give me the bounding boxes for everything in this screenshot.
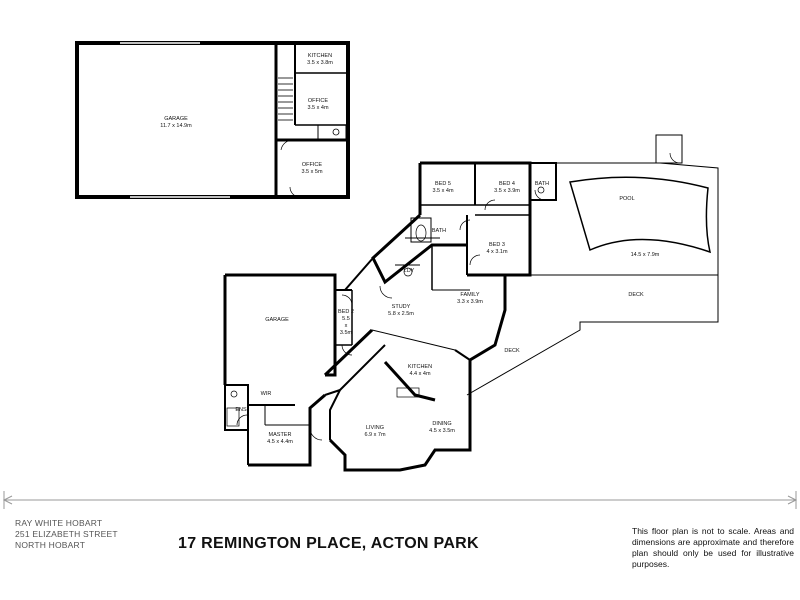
room-name: LDY (403, 268, 415, 274)
room-name: BED 5 (435, 181, 451, 187)
room-label-wir: WIR (261, 391, 272, 398)
room-dims: 4.4 x 4m (409, 371, 431, 377)
room-label-deck-upper: DECK (628, 292, 643, 299)
room-name: GARAGE (164, 116, 188, 122)
room-dims: 3.5 x 4m (307, 105, 329, 111)
room-name: LIVING (365, 425, 385, 431)
room-label-bath-right: BATH (535, 181, 549, 188)
room-label-deck-lower: DECK (504, 348, 519, 355)
room-name: DECK (628, 292, 644, 298)
room-dims: 4.5 x 4.4m (267, 439, 293, 445)
room-dims: 5.8 x 2.5m (388, 311, 414, 317)
room-name: KITCHEN (407, 364, 433, 370)
room-name: STUDY (391, 304, 411, 310)
room-name: ENS (235, 407, 247, 413)
room-name: BED 4 (499, 181, 515, 187)
room-dims: 5.5 x 3.5m (339, 316, 353, 336)
agency-suburb: NORTH HOBART (15, 540, 86, 550)
room-name: GARAGE (265, 317, 289, 323)
room-dims: 3.5 x 5m (301, 169, 323, 175)
room-dims: 11.7 x 14.9m (160, 123, 192, 129)
room-label-pool: POOL (619, 196, 634, 203)
room-name: OFFICE (301, 162, 323, 168)
room-label-garage-main: GARAGE (265, 317, 289, 324)
room-label-ldy: LDY (404, 268, 415, 275)
room-name: FAMILY (460, 292, 480, 298)
agency-street: 251 ELIZABETH STREET (15, 529, 118, 539)
main-house (223, 134, 719, 472)
room-name: BATH (534, 181, 550, 187)
room-label-bath-center: BATH (432, 228, 446, 235)
agency-address: RAY WHITE HOBART 251 ELIZABETH STREET NO… (15, 518, 118, 551)
room-name: MASTER (268, 432, 292, 438)
room-dims: 4 x 3.1m (486, 249, 508, 255)
room-name: POOL (619, 196, 635, 202)
room-dims: 3.5 x 4m (432, 188, 454, 194)
room-dims: 6.9 x 7m (364, 432, 386, 438)
room-dims: 4.5 x 3.5m (429, 428, 455, 434)
room-label-ens: ENS (235, 407, 246, 414)
room-dims: 14.5 x 7.9m (630, 252, 660, 258)
room-name: DINING (432, 421, 452, 427)
property-title: 17 REMINGTON PLACE, ACTON PARK (178, 535, 479, 552)
room-dims: 3.5 x 3.8m (307, 60, 333, 66)
agency-name: RAY WHITE HOBART (15, 518, 103, 528)
dimension-line (2, 491, 798, 509)
room-name: OFFICE (307, 98, 329, 104)
room-name: BED 3 (489, 242, 505, 248)
room-name: BED 2 (338, 309, 354, 315)
outbuilding (75, 41, 350, 199)
room-dims: 3.3 x 3.9m (457, 299, 483, 305)
room-name: KITCHEN (307, 53, 333, 59)
room-name: BATH (431, 228, 447, 234)
room-dims: 3.5 x 3.9m (494, 188, 520, 194)
disclaimer-text: This floor plan is not to scale. Areas a… (632, 526, 794, 569)
room-name: WIR (260, 391, 272, 397)
room-label-pool-dims: 14.5 x 7.9m (631, 252, 660, 259)
room-name: DECK (504, 348, 520, 354)
